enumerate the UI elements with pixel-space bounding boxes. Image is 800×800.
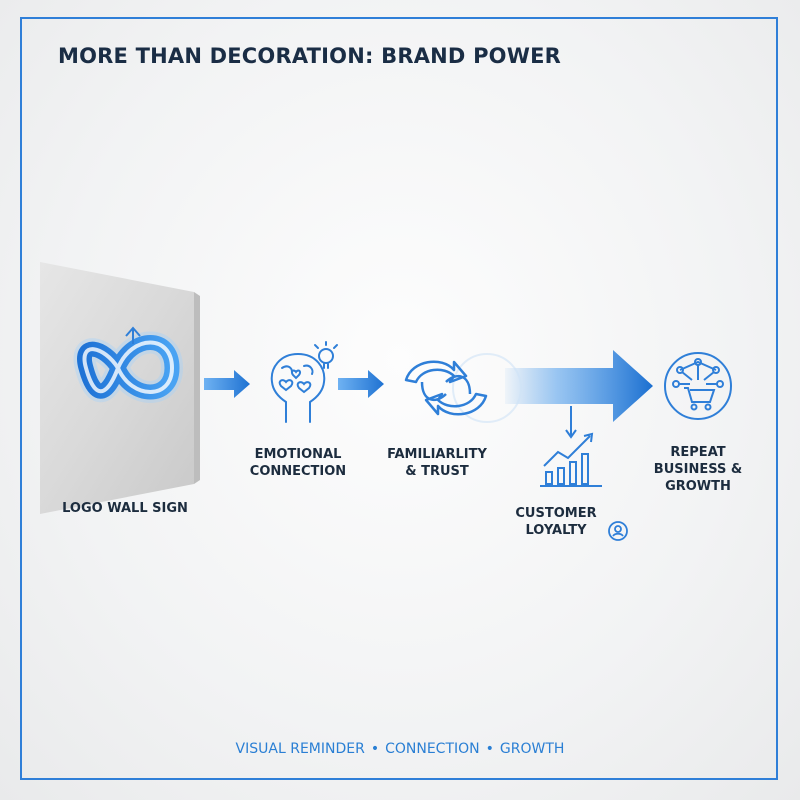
footer-item: CONNECTION [385, 741, 480, 757]
step-label-logo-wall-sign: LOGO WALL SIGN [62, 501, 188, 516]
step-label-customer-loyalty: CUSTOMER LOYALTY [515, 506, 597, 538]
footer-separator: • [370, 741, 380, 757]
arrow-large [505, 350, 653, 422]
infinity-logo-icon [73, 326, 184, 403]
frame-border [20, 17, 778, 780]
step-label-repeat-business: REPEAT BUSINESS & GROWTH [653, 445, 743, 494]
cycle-arrows-icon [404, 353, 522, 423]
footer-item: GROWTH [499, 741, 565, 757]
user-circle-icon [608, 521, 628, 541]
brain-hearts-icon [270, 341, 338, 423]
footer-item: VISUAL REMINDER [235, 741, 365, 757]
network-cart-icon [664, 352, 732, 420]
step-label-familiarity-trust: FAMILIARLITY & TRUST [387, 447, 487, 479]
page-title: MORE THAN DECORATION: BRAND POWER [58, 44, 561, 68]
footer-separator: • [485, 741, 494, 757]
arrow-2 [338, 370, 384, 398]
step-label-emotional-connection: EMOTIONAL CONNECTION [249, 447, 347, 479]
arrow-1 [204, 370, 250, 398]
footer-tagline: VISUAL REMINDER • CONNECTION • GROWTH [0, 741, 800, 757]
growth-chart-icon [540, 406, 602, 487]
